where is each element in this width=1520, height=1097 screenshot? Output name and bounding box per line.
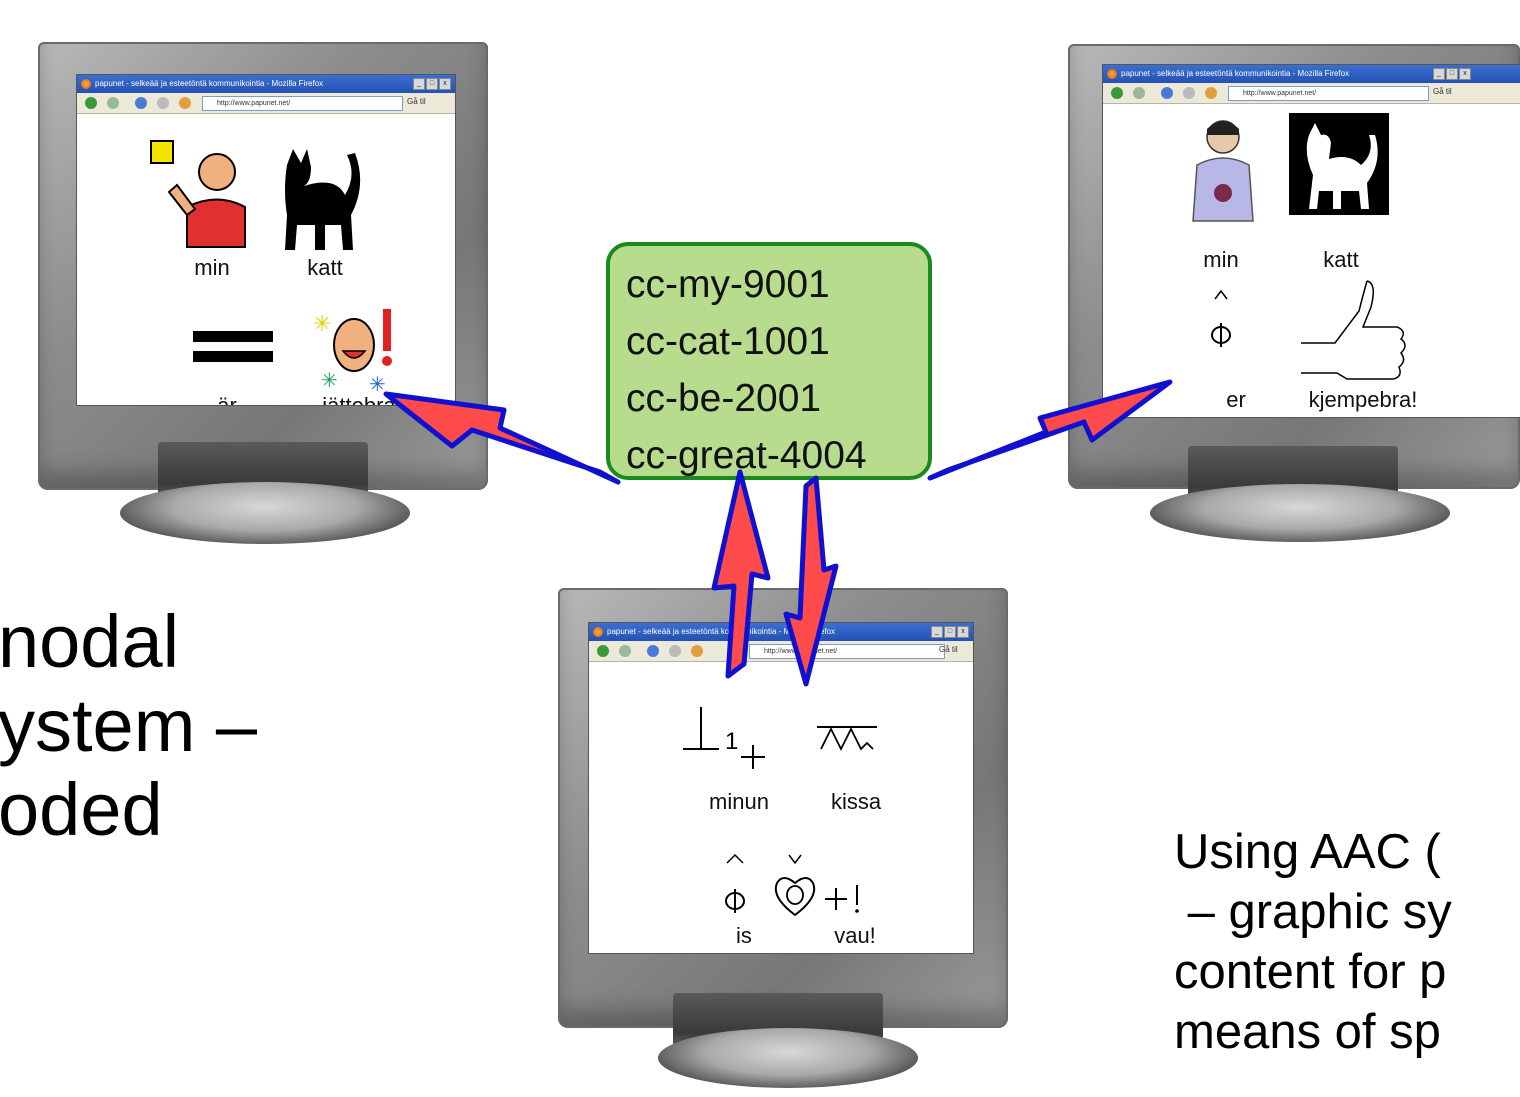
code-be: cc-be-2001: [626, 377, 822, 420]
browser-window: papunet - selkeää ja esteetöntä kommunik…: [588, 622, 974, 954]
right-text-line4: means of sp: [1174, 1005, 1441, 1059]
stop-icon[interactable]: [157, 97, 169, 109]
word-my: minun: [709, 789, 769, 814]
browser-title: papunet - selkeää ja esteetöntä kommunik…: [1121, 69, 1350, 78]
back-icon[interactable]: [85, 97, 97, 109]
bliss-symbol-wow: [774, 854, 859, 917]
reload-icon[interactable]: [1161, 87, 1173, 99]
right-text-line1: Using AAC (: [1174, 825, 1441, 879]
close-button[interactable]: x: [957, 626, 969, 638]
svg-text:✳: ✳: [369, 372, 386, 393]
window-controls: _ □ x: [1433, 68, 1471, 80]
monitor-stand-base: [120, 482, 410, 544]
maximize-button[interactable]: □: [426, 78, 438, 90]
reload-icon[interactable]: [135, 97, 147, 109]
browser-toolbar: http://www.papunet.net/ Gå til: [77, 93, 455, 114]
go-button[interactable]: Gå til: [1433, 87, 1452, 96]
go-button[interactable]: Gå til: [407, 97, 426, 106]
pictogram-equals: [193, 331, 273, 362]
browser-title-bar: papunet - selkeää ja esteetöntä kommunik…: [589, 623, 973, 641]
concept-code-box: cc-my-9001 cc-cat-1001 cc-be-2001 cc-gre…: [606, 242, 932, 480]
browser-title-bar: papunet - selkeää ja esteetöntä kommunik…: [77, 75, 455, 93]
home-icon[interactable]: [1205, 87, 1217, 99]
monitor-stand-base: [658, 1028, 918, 1088]
browser-title-bar: papunet - selkeää ja esteetöntä kommunik…: [1103, 65, 1520, 83]
home-icon[interactable]: [691, 645, 703, 657]
bliss-symbol-be: [1211, 289, 1231, 347]
word-great: jättebra!: [322, 393, 402, 406]
firefox-icon: [593, 627, 603, 637]
word-be: is: [736, 923, 752, 948]
browser-window: papunet - selkeää ja esteetöntä kommunik…: [1102, 64, 1520, 418]
word-be: er: [1226, 387, 1246, 412]
pictogram-great: ✳ ✳ ✳: [313, 309, 392, 393]
minimize-button[interactable]: _: [1433, 68, 1445, 80]
monitor-norwegian: papunet - selkeää ja esteetöntä kommunik…: [1068, 44, 1520, 544]
svg-text:✳: ✳: [321, 368, 338, 392]
code-cat: cc-cat-1001: [626, 320, 830, 363]
forward-icon[interactable]: [1133, 87, 1145, 99]
stop-icon[interactable]: [1183, 87, 1195, 99]
url-input[interactable]: http://www.papunet.net/: [202, 96, 403, 111]
code-great: cc-great-4004: [626, 434, 867, 477]
arrow-down-to-bliss: [783, 475, 839, 687]
arrow-up-to-codes: [711, 469, 771, 679]
browser-title: papunet - selkeää ja esteetöntä kommunik…: [607, 627, 836, 636]
url-input[interactable]: http://www.papunet.net/: [1228, 86, 1429, 101]
bliss-symbol-cat: [817, 726, 877, 752]
minimize-button[interactable]: _: [931, 626, 943, 638]
word-be: är: [217, 393, 237, 406]
maximize-button[interactable]: □: [944, 626, 956, 638]
bliss-symbol-my: 1: [683, 707, 765, 769]
back-icon[interactable]: [1111, 87, 1123, 99]
firefox-icon: [81, 79, 91, 89]
reload-icon[interactable]: [647, 645, 659, 657]
word-my: min: [194, 255, 230, 280]
word-my: min: [1203, 247, 1239, 272]
arrow-to-right-monitor: [927, 379, 1173, 481]
pictogram-cat: [285, 149, 361, 250]
stop-icon[interactable]: [669, 645, 681, 657]
pictogram-my: [1192, 120, 1254, 222]
browser-window: papunet - selkeää ja esteetöntä kommunik…: [76, 74, 456, 406]
bliss-number: 1: [725, 728, 738, 755]
monitor-swedish: papunet - selkeää ja esteetöntä kommunik…: [38, 42, 488, 547]
svg-text:✳: ✳: [313, 312, 331, 337]
word-great: vau!: [834, 923, 876, 948]
pictogram-cat: [1289, 113, 1389, 215]
forward-icon[interactable]: [107, 97, 119, 109]
word-cat: kissa: [830, 789, 882, 814]
code-my: cc-my-9001: [626, 263, 830, 306]
browser-toolbar: http://www.papunet.net/ Gå til: [1103, 83, 1520, 104]
arrow-to-left-monitor: [383, 391, 621, 485]
word-great: kjempebra!: [1308, 387, 1418, 412]
pictogram-thumbs-up: [1301, 280, 1406, 380]
left-text-line2: ystem –: [0, 684, 258, 767]
minimize-button[interactable]: _: [413, 78, 425, 90]
close-button[interactable]: x: [439, 78, 451, 90]
close-button[interactable]: x: [1459, 68, 1471, 80]
bliss-symbol-be: [725, 853, 745, 913]
word-cat: katt: [1323, 247, 1359, 272]
right-text-line2: – graphic sy: [1174, 885, 1452, 939]
right-text-line3: content for p: [1174, 945, 1447, 999]
maximize-button[interactable]: □: [1446, 68, 1458, 80]
window-controls: _ □ x: [413, 78, 451, 90]
firefox-icon: [1107, 69, 1117, 79]
word-cat: katt: [307, 255, 343, 280]
window-controls: _ □ x: [931, 626, 969, 638]
back-icon[interactable]: [597, 645, 609, 657]
left-text-line3: oded: [0, 768, 163, 851]
browser-title: papunet - selkeää ja esteetöntä kommunik…: [95, 79, 324, 88]
left-text-line1: nodal: [0, 600, 180, 683]
go-button[interactable]: Gå til: [939, 645, 958, 654]
monitor-bliss: papunet - selkeää ja esteetöntä kommunik…: [558, 588, 1008, 1097]
forward-icon[interactable]: [619, 645, 631, 657]
monitor-stand-base: [1150, 484, 1450, 542]
pictogram-my: [150, 140, 246, 248]
home-icon[interactable]: [179, 97, 191, 109]
